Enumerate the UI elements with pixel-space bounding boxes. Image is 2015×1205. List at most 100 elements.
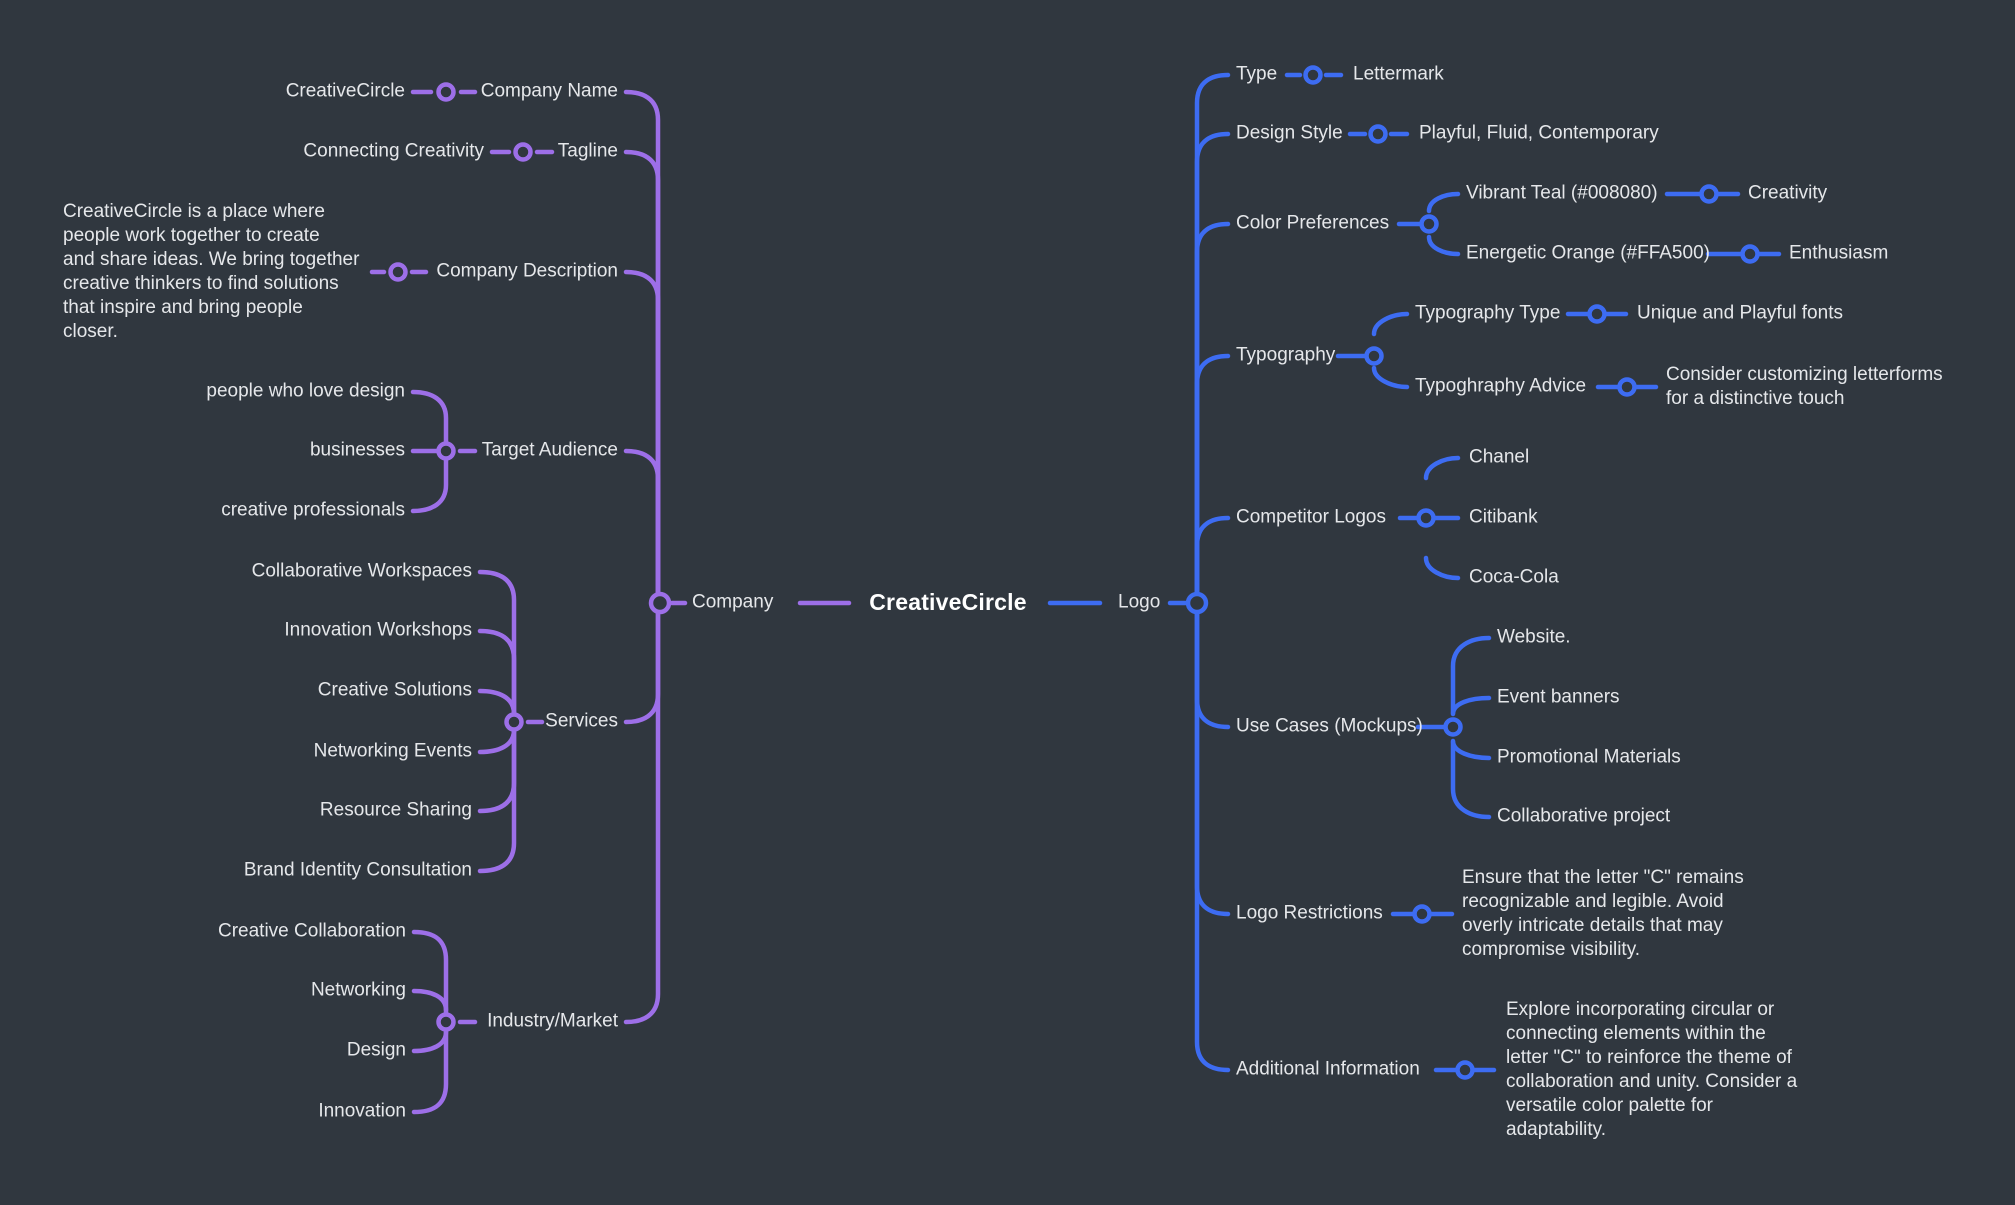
branch-path <box>1450 695 1492 717</box>
node-ring[interactable] <box>504 712 524 732</box>
node-typography-child-value[interactable]: Unique and Playful fonts <box>1637 302 1843 324</box>
node-tagline-value[interactable]: Connecting Creativity <box>303 140 484 162</box>
branch-path <box>477 719 517 814</box>
node-type-label[interactable]: Type <box>1236 63 1278 85</box>
branch-path <box>477 719 517 874</box>
node-services-item[interactable]: Brand Identity Consultation <box>243 859 472 881</box>
hub-company-label[interactable]: Company <box>692 591 774 613</box>
branch-path <box>477 727 517 755</box>
branch-path <box>1194 131 1231 606</box>
node-services-item[interactable]: Resource Sharing <box>319 799 472 821</box>
node-color-preferences-label[interactable]: Color Preferences <box>1236 212 1390 234</box>
branch-path <box>1450 738 1492 761</box>
node-ring[interactable] <box>436 82 456 102</box>
node-ring[interactable] <box>1587 304 1607 324</box>
branch-path <box>1194 221 1231 606</box>
branch-path <box>1450 739 1492 820</box>
left-branch-group <box>369 82 852 1115</box>
node-competitor-item[interactable]: Chanel <box>1469 446 1530 468</box>
branch-path <box>623 89 661 606</box>
node-typography-label[interactable]: Typography <box>1236 344 1336 366</box>
node-company-name-label[interactable]: Company Name <box>480 80 618 102</box>
branch-path <box>410 389 449 445</box>
node-target-audience-label[interactable]: Target Audience <box>481 439 618 461</box>
node-ring[interactable] <box>1364 346 1384 366</box>
node-competitor-item[interactable]: Coca-Cola <box>1469 566 1559 588</box>
branch-path <box>410 457 449 514</box>
branch-path <box>477 628 517 725</box>
branch-path <box>1194 600 1231 1073</box>
node-design-style-value[interactable]: Playful, Fluid, Contemporary <box>1419 122 1659 144</box>
node-use-case-item[interactable]: Event banners <box>1497 686 1620 708</box>
node-ring[interactable] <box>1617 377 1637 397</box>
branch-path <box>411 988 449 1013</box>
root-node-label[interactable]: CreativeCircle <box>869 589 1027 616</box>
node-ring[interactable] <box>1368 124 1388 144</box>
node-services-item[interactable]: Creative Solutions <box>317 679 472 701</box>
node-industry-market-item[interactable]: Networking <box>310 979 406 1001</box>
node-typography-child-value[interactable]: Consider customizing letterforms for a d… <box>1666 364 1943 409</box>
node-ring[interactable] <box>1416 508 1436 528</box>
node-competitor-logos-label[interactable]: Competitor Logos <box>1236 506 1386 528</box>
branch-path <box>411 929 449 1025</box>
node-company-description-label[interactable]: Company Description <box>436 260 618 282</box>
branch-path <box>1426 191 1461 214</box>
node-industry-market-item[interactable]: Design <box>346 1039 406 1061</box>
node-company-name-value[interactable]: CreativeCircle <box>285 80 405 102</box>
node-ring[interactable] <box>1412 904 1432 924</box>
branch-path <box>623 269 661 606</box>
node-additional-information-value[interactable]: Explore incorporating circular or connec… <box>1506 999 1798 1140</box>
node-ring[interactable] <box>513 142 533 162</box>
node-use-case-item[interactable]: Collaborative project <box>1497 805 1671 827</box>
node-color-pref-child-value[interactable]: Enthusiasm <box>1789 242 1889 264</box>
node-target-audience-item[interactable]: businesses <box>309 439 405 461</box>
node-ring[interactable] <box>1303 65 1323 85</box>
node-ring[interactable] <box>1419 214 1439 234</box>
branch-path <box>411 1019 449 1115</box>
node-use-case-item[interactable]: Website. <box>1497 626 1571 648</box>
node-additional-information-label[interactable]: Additional Information <box>1236 1058 1420 1080</box>
node-ring[interactable] <box>1699 184 1719 204</box>
node-industry-market-item[interactable]: Creative Collaboration <box>218 920 406 942</box>
node-company-description-value[interactable]: CreativeCircle is a place where people w… <box>63 201 360 342</box>
node-services-item[interactable]: Innovation Workshops <box>284 619 472 641</box>
node-color-pref-child-label[interactable]: Energetic Orange (#FFA500) <box>1466 242 1710 264</box>
node-tagline-label[interactable]: Tagline <box>557 140 618 162</box>
node-ring[interactable] <box>436 441 456 461</box>
node-ring[interactable] <box>1455 1060 1475 1080</box>
node-ring[interactable] <box>1740 244 1760 264</box>
branch-path <box>623 600 661 725</box>
branch-path <box>1194 600 1231 917</box>
node-typography-child-label[interactable]: Typography Type <box>1415 302 1561 324</box>
node-color-pref-child-label[interactable]: Vibrant Teal (#008080) <box>1466 182 1658 204</box>
branch-path <box>623 600 661 1025</box>
hub-logo-label[interactable]: Logo <box>1118 591 1161 613</box>
node-services-label[interactable]: Services <box>545 710 618 732</box>
node-industry-market-item[interactable]: Innovation <box>318 1100 406 1122</box>
node-target-audience-item[interactable]: creative professionals <box>221 499 405 521</box>
branch-path <box>1426 234 1461 257</box>
node-logo-restrictions-label[interactable]: Logo Restrictions <box>1236 902 1383 924</box>
node-typography-child-label[interactable]: Typoghraphy Advice <box>1415 375 1587 397</box>
node-services-item[interactable]: Networking Events <box>313 740 472 762</box>
node-ring[interactable] <box>1443 717 1463 737</box>
node-ring[interactable] <box>436 1012 456 1032</box>
node-type-value[interactable]: Lettermark <box>1353 63 1444 85</box>
node-industry-market-label[interactable]: Industry/Market <box>487 1010 618 1032</box>
node-ring[interactable] <box>388 262 408 282</box>
branch-path <box>1194 353 1231 606</box>
node-design-style-label[interactable]: Design Style <box>1236 122 1343 144</box>
branch-path <box>411 1029 449 1054</box>
node-competitor-item[interactable]: Citibank <box>1469 506 1538 528</box>
branch-path <box>1423 455 1461 481</box>
node-services-item[interactable]: Collaborative Workspaces <box>251 560 472 582</box>
company-hub-ring[interactable] <box>648 591 672 615</box>
node-use-case-item[interactable]: Promotional Materials <box>1497 746 1681 768</box>
node-use-cases-label[interactable]: Use Cases (Mockups) <box>1236 715 1423 737</box>
node-target-audience-item[interactable]: people who love design <box>206 380 405 402</box>
logo-hub-ring[interactable] <box>1185 591 1209 615</box>
node-color-pref-child-value[interactable]: Creativity <box>1748 182 1828 204</box>
node-logo-restrictions-value[interactable]: Ensure that the letter "C" remains recog… <box>1462 867 1744 960</box>
